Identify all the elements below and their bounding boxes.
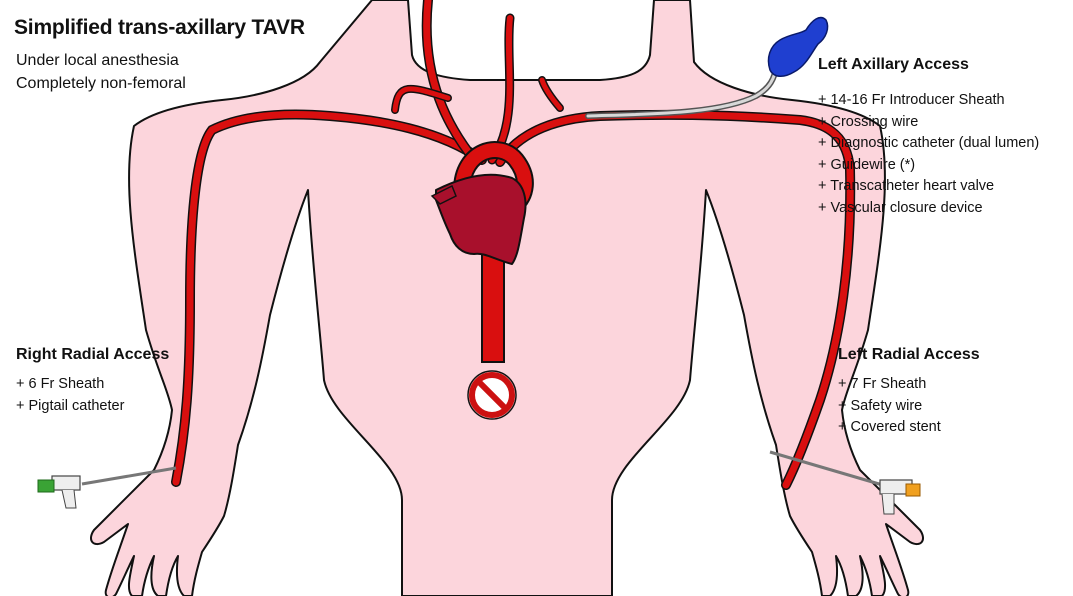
list-item: + Safety wire <box>838 396 941 418</box>
right-radial-heading: Right Radial Access <box>16 346 169 364</box>
list-item: + Diagnostic catheter (dual lumen) <box>818 133 1039 155</box>
right-radial-list: + 6 Fr Sheath + Pigtail catheter <box>16 374 124 417</box>
page-title: Simplified trans-axillary TAVR <box>14 16 305 40</box>
list-item: + Crossing wire <box>818 112 1039 134</box>
list-item: + 14-16 Fr Introducer Sheath <box>818 90 1039 112</box>
list-item: + Vascular closure device <box>818 198 1039 220</box>
list-item: + Pigtail catheter <box>16 396 124 418</box>
list-item: + Transcatheter heart valve <box>818 176 1039 198</box>
list-item: + 7 Fr Sheath <box>838 374 941 396</box>
left-radial-heading: Left Radial Access <box>838 346 980 364</box>
right-sheath-hub <box>38 480 54 492</box>
list-item: + Covered stent <box>838 417 941 439</box>
left-axillary-list: + 14-16 Fr Introducer Sheath + Crossing … <box>818 90 1039 219</box>
descending-aorta <box>482 250 504 362</box>
left-radial-list: + 7 Fr Sheath + Safety wire + Covered st… <box>838 374 941 439</box>
list-item: + 6 Fr Sheath <box>16 374 124 396</box>
left-sheath-hub <box>906 484 920 496</box>
list-item: + Guidewire (*) <box>818 155 1039 177</box>
subtitle-line-2: Completely non-femoral <box>16 73 186 95</box>
left-axillary-heading: Left Axillary Access <box>818 56 969 74</box>
subtitle-line-1: Under local anesthesia <box>16 50 179 72</box>
no-femoral-sign <box>468 371 516 419</box>
